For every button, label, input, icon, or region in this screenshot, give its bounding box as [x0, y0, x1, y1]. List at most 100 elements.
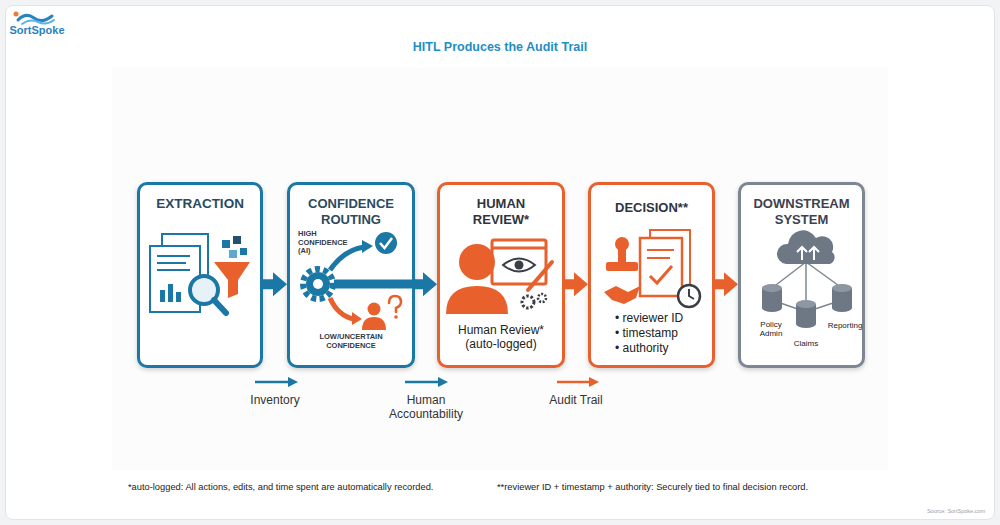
- database: [796, 304, 816, 324]
- gear: [306, 272, 330, 296]
- text-line: [157, 255, 190, 257]
- flow-arrow: [405, 381, 439, 384]
- box-text: HIGH CONFIDENCE (AI): [298, 230, 358, 256]
- database-bottom: [796, 320, 816, 328]
- chart-bar: [168, 284, 173, 302]
- box-text: Human Review* (auto-logged): [444, 323, 558, 352]
- stamp-knob: [615, 237, 629, 251]
- person-head: [368, 303, 381, 316]
- logo-icon: [14, 12, 55, 25]
- clock: [678, 285, 700, 307]
- check-circle: [375, 232, 397, 254]
- logo-wave: [22, 20, 54, 24]
- chart-bar: [160, 290, 165, 302]
- magnifier-lens: [190, 276, 218, 304]
- flow-connector: [715, 272, 738, 296]
- data-square: [222, 240, 230, 248]
- box-heading: HUMAN REVIEW*: [461, 196, 541, 227]
- document: [640, 238, 682, 296]
- logo-wave: [18, 15, 52, 20]
- process-box: HUMAN REVIEW* Human Review* (auto-logged): [437, 182, 565, 368]
- magnifier-handle: [214, 300, 226, 313]
- flow-connector: [263, 272, 287, 296]
- routing-arrow: [334, 280, 416, 289]
- arrow-head: [288, 377, 298, 387]
- text-line: [157, 269, 190, 271]
- pencil: [528, 262, 552, 290]
- check-mark: [380, 238, 392, 248]
- person-head: [459, 244, 495, 280]
- text-line: [647, 249, 674, 251]
- database-top: [832, 284, 852, 292]
- diagram-title: HITL Produces the Audit Trail: [0, 40, 1000, 55]
- reviewer-icon: [446, 240, 552, 314]
- database-top: [796, 300, 816, 308]
- footnote: *auto-logged: All actions, edits, and ti…: [128, 482, 433, 493]
- box-heading: CONFIDENCE ROUTING: [290, 196, 412, 227]
- funnel: [214, 262, 250, 298]
- link-line: [805, 262, 807, 300]
- box-text: • reviewer ID: [615, 311, 710, 325]
- data-square: [229, 250, 237, 258]
- footnote: **reviewer ID + timestamp + authority: S…: [497, 482, 808, 493]
- clock-hands: [689, 289, 694, 299]
- screen: [492, 240, 546, 284]
- database: [832, 288, 852, 308]
- question-mark: [389, 296, 401, 312]
- database: [762, 288, 782, 308]
- arrow-head: [352, 312, 362, 325]
- arrow-head: [362, 240, 373, 253]
- text-line: [157, 262, 186, 264]
- flow-connector: [415, 272, 437, 296]
- flow-label: Inventory: [235, 393, 315, 407]
- source-note: Source: SortSpoke.com: [880, 508, 985, 515]
- stamp-base: [606, 262, 638, 271]
- box-text: Reporting: [825, 321, 865, 331]
- process-box: DECISION**• reviewer ID• timestamp• auth…: [588, 182, 715, 368]
- arrow-head: [589, 377, 599, 387]
- process-box: CONFIDENCE ROUTING HIGH CONFIDENCE (AI) LO…: [287, 182, 415, 368]
- text-line: [647, 257, 670, 259]
- data-square: [240, 248, 247, 255]
- handshake: [604, 286, 640, 304]
- flow-arrows: [255, 377, 599, 387]
- chart-bar: [176, 292, 181, 302]
- logo-text: SortSpoke: [6, 24, 68, 37]
- link-line: [806, 262, 842, 288]
- gear-hole: [313, 279, 323, 289]
- logo-dot: [14, 12, 19, 17]
- cloud: [777, 230, 835, 264]
- database-bottom: [832, 304, 852, 312]
- link-line: [772, 300, 806, 312]
- data-square: [233, 236, 241, 244]
- check-mark: [650, 266, 672, 283]
- box-text: • authority: [615, 341, 710, 355]
- link-line: [806, 300, 842, 312]
- link-line: [772, 262, 806, 288]
- document: [162, 234, 208, 296]
- process-box: EXTRACTION: [137, 182, 263, 368]
- box-text: LOW/UNCERTAIN CONFIDENCE: [300, 333, 402, 350]
- question-dot: [394, 315, 398, 319]
- cloud-arrows: [797, 247, 819, 260]
- small-gear: [538, 294, 546, 302]
- eye-pupil: [515, 261, 524, 270]
- box-text: Claims: [789, 339, 823, 349]
- process-box: DOWNSTREAM SYSTEMPolicy AdminClaimsRepor…: [738, 182, 865, 368]
- stamp-neck: [618, 249, 626, 263]
- box-heading: DECISION**: [591, 200, 712, 216]
- flow-connector: [565, 272, 588, 296]
- database-top: [762, 284, 782, 292]
- arrow-head: [438, 377, 448, 387]
- flow-label: Human Accountability: [381, 393, 471, 422]
- decision-icon: [604, 230, 700, 307]
- routing-icon: [303, 232, 416, 330]
- person-body: [362, 317, 386, 330]
- eye: [503, 259, 535, 272]
- person-body: [446, 286, 508, 314]
- database-bottom: [762, 304, 782, 312]
- box-heading: EXTRACTION: [140, 196, 260, 212]
- flow-label: Audit Trail: [536, 393, 616, 407]
